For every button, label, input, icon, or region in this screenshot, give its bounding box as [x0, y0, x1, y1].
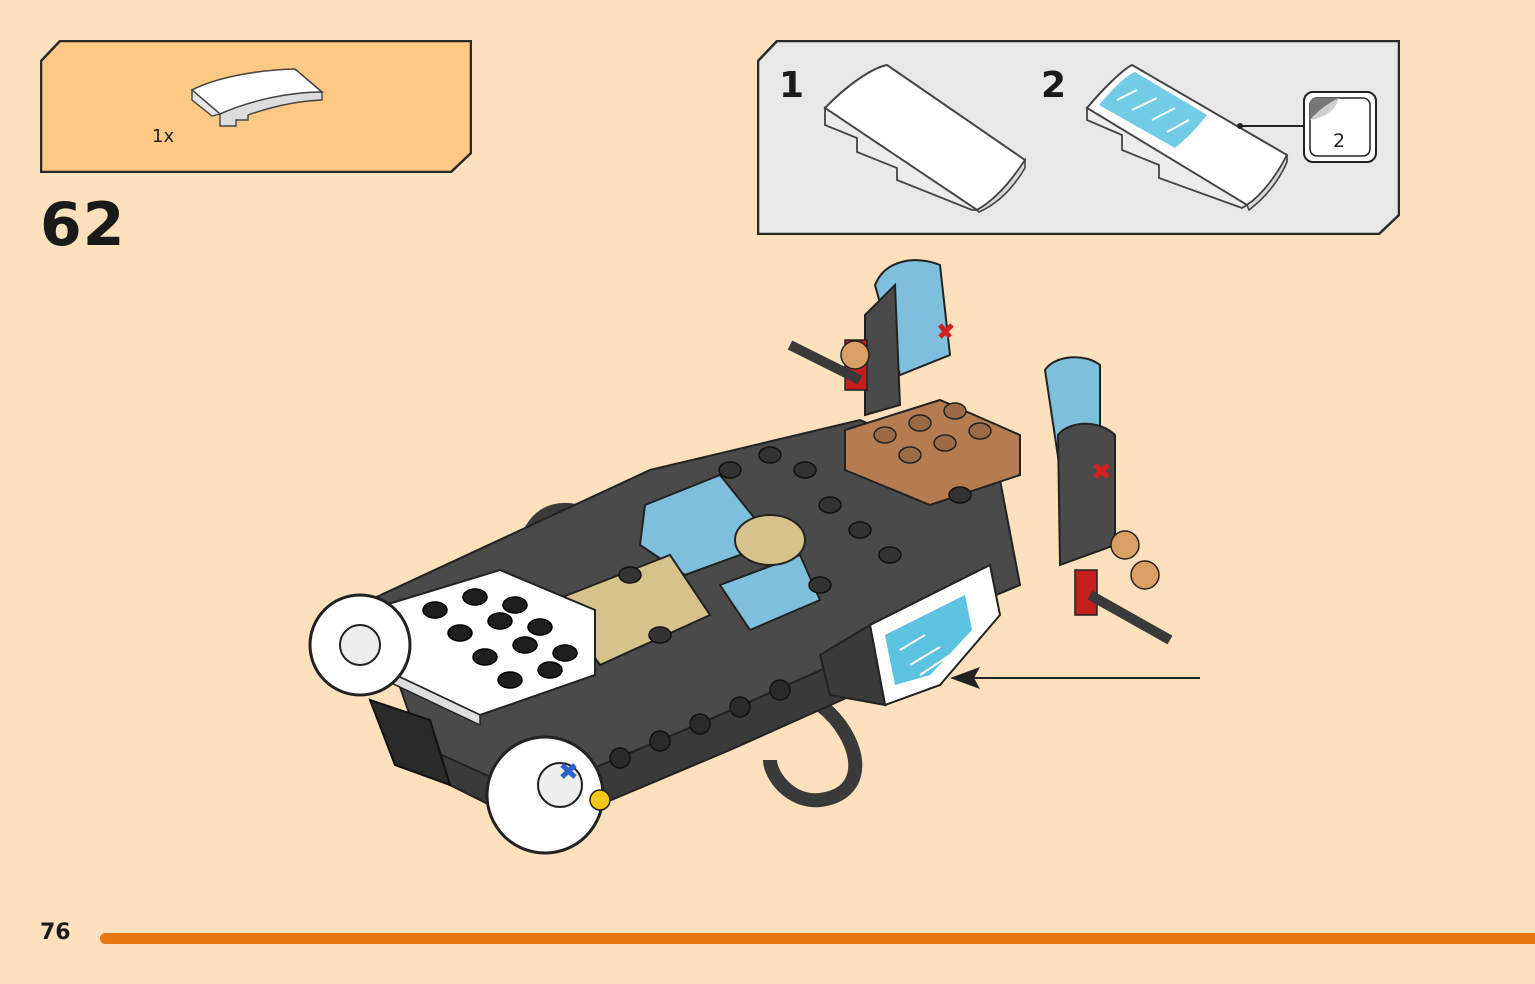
- placed-sticker-slope: [818, 563, 1002, 707]
- sub-step-2-part: [1085, 63, 1304, 212]
- sub-step-box: [757, 40, 1400, 235]
- sub-step-2-label: 2: [1041, 65, 1067, 106]
- sticker-callout: [1303, 91, 1377, 163]
- progress-bar: [100, 933, 1535, 944]
- sub-step-1-label: 1: [779, 65, 805, 106]
- step-number: 62: [40, 190, 126, 260]
- page-number: 76: [40, 920, 71, 945]
- sub-step-1-part: [823, 63, 1027, 213]
- sticker-number: 2: [1332, 130, 1346, 152]
- curved-slope-white-icon: [190, 68, 325, 127]
- rear-uprights: [840, 259, 1160, 616]
- model-illustration: [300, 235, 1209, 879]
- part-quantity: 1x: [152, 126, 175, 147]
- front-wheels: [308, 593, 611, 855]
- parts-list-box: [40, 40, 472, 173]
